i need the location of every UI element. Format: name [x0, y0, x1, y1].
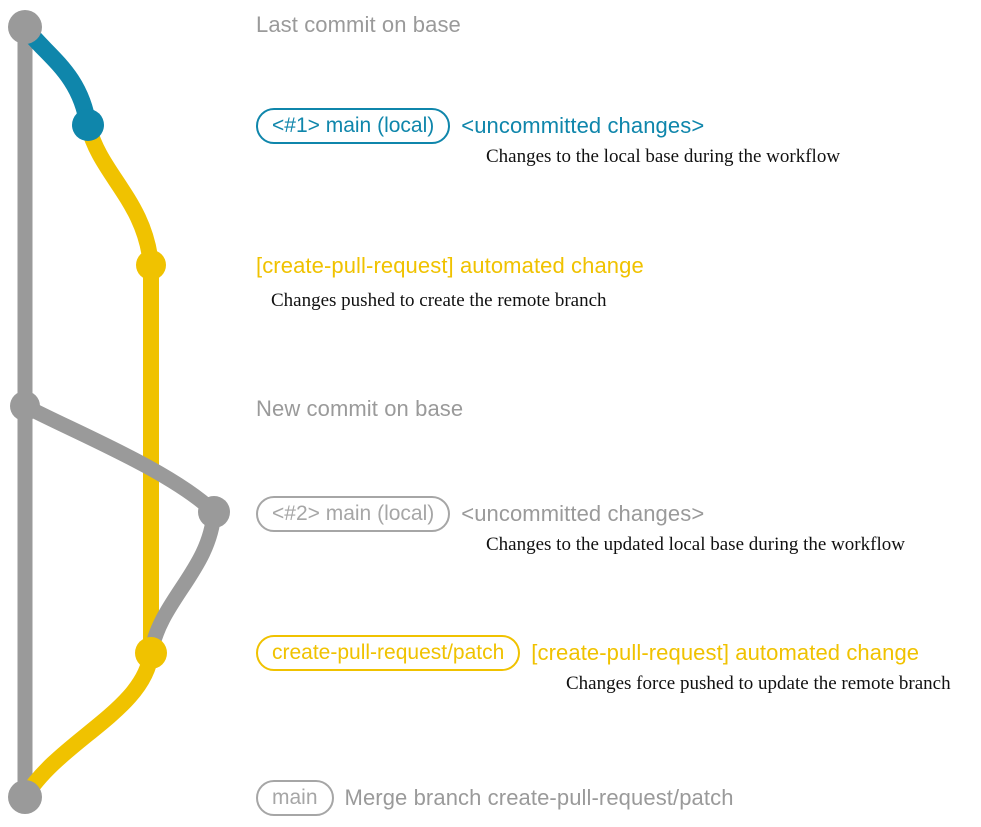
commit-subject: <uncommitted changes> — [461, 113, 705, 138]
commit-note-local-1: Changes to the local base during the wor… — [486, 146, 841, 167]
lane-remote-yellow — [80, 117, 159, 661]
ref-chip-create-pull-request-patch[interactable]: create-pull-request/patch — [256, 635, 521, 671]
ref-chip-main-local-1[interactable]: <#1> main (local) — [256, 108, 451, 144]
commit-subject: Last commit on base — [256, 12, 461, 37]
commit-row-merge: main Merge branch create-pull-request/pa… — [256, 780, 734, 816]
node-merge[interactable] — [8, 780, 42, 814]
commit-row-local-1: <#1> main (local) <uncommitted changes> — [256, 108, 704, 144]
lane-local2-to-remote2 — [143, 504, 222, 661]
commit-row-automated-change-1: [create-pull-request] automated change — [256, 255, 644, 277]
node-local-2[interactable] — [198, 496, 230, 528]
node-base-new[interactable] — [10, 391, 40, 421]
commit-note-automated-change-2: Changes force pushed to update the remot… — [566, 673, 951, 694]
commit-note-automated-change-1: Changes pushed to create the remote bran… — [271, 290, 607, 311]
lane-local-blue — [16, 18, 97, 134]
commit-subject: Merge branch create-pull-request/patch — [344, 785, 734, 810]
commit-subject: [create-pull-request] automated change — [531, 640, 920, 665]
commit-subject: <uncommitted changes> — [461, 501, 705, 526]
node-base-head[interactable] — [8, 10, 42, 44]
commit-row-local-2: <#2> main (local) <uncommitted changes> — [256, 496, 704, 532]
node-local-1[interactable] — [72, 109, 104, 141]
lane-base-fork-to-local2 — [17, 398, 222, 520]
commit-row-new-commit-on-base: New commit on base — [256, 398, 463, 420]
node-remote-2[interactable] — [135, 637, 167, 669]
commit-subject: New commit on base — [256, 396, 464, 421]
commit-row-last-commit-on-base: Last commit on base — [256, 14, 461, 36]
commit-row-automated-change-2: create-pull-request/patch [create-pull-r… — [256, 635, 919, 671]
lane-remote2-to-merge — [17, 645, 159, 805]
node-remote-1[interactable] — [136, 250, 166, 280]
commit-subject: [create-pull-request] automated change — [256, 253, 644, 278]
ref-chip-main[interactable]: main — [256, 780, 334, 816]
commit-note-local-2: Changes to the updated local base during… — [486, 534, 905, 555]
ref-chip-main-local-2[interactable]: <#2> main (local) — [256, 496, 451, 532]
